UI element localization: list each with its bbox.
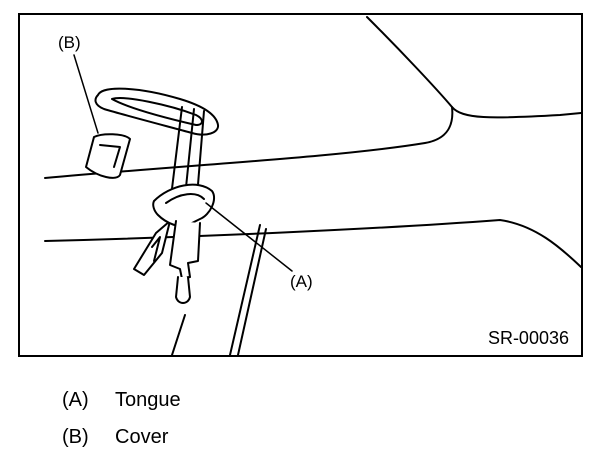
legend-text: Cover	[115, 426, 169, 448]
legend-text: Tongue	[115, 389, 181, 411]
panel-edge-left	[229, 224, 261, 355]
leader-line-a	[205, 202, 293, 272]
callout-label-b: (B)	[58, 33, 81, 52]
callout-label-a: (A)	[290, 272, 313, 291]
tongue-tip	[175, 276, 191, 304]
panel-edge-right	[237, 228, 267, 355]
legend-key: (A)	[62, 389, 89, 411]
legend-item: (A) Tongue	[62, 390, 422, 427]
leader-line-b	[73, 54, 99, 134]
belt-guide-inner	[111, 97, 203, 126]
legend-key: (B)	[62, 426, 89, 448]
tongue-shank	[169, 220, 201, 280]
tongue-part	[152, 183, 216, 228]
seat-back-outline	[366, 16, 581, 119]
seat-belt-illustration	[44, 16, 581, 355]
tongue-plate-left	[133, 220, 171, 276]
legend: (A) Tongue (B) Cover	[62, 390, 422, 464]
pillar-line	[171, 314, 186, 355]
tongue-plate-left-slot	[151, 236, 161, 262]
belt-guide	[94, 87, 219, 136]
figure-code: SR-00036	[487, 328, 569, 348]
tongue-part-inner	[165, 193, 205, 204]
cover-part	[85, 133, 131, 179]
cover-part-detail	[99, 144, 121, 168]
illustration-frame: (B) (A) SR-00036	[18, 13, 583, 357]
seat-back-lower-edge	[44, 106, 454, 179]
legend-item: (B) Cover	[62, 427, 422, 464]
seat-cushion-line	[44, 219, 581, 268]
